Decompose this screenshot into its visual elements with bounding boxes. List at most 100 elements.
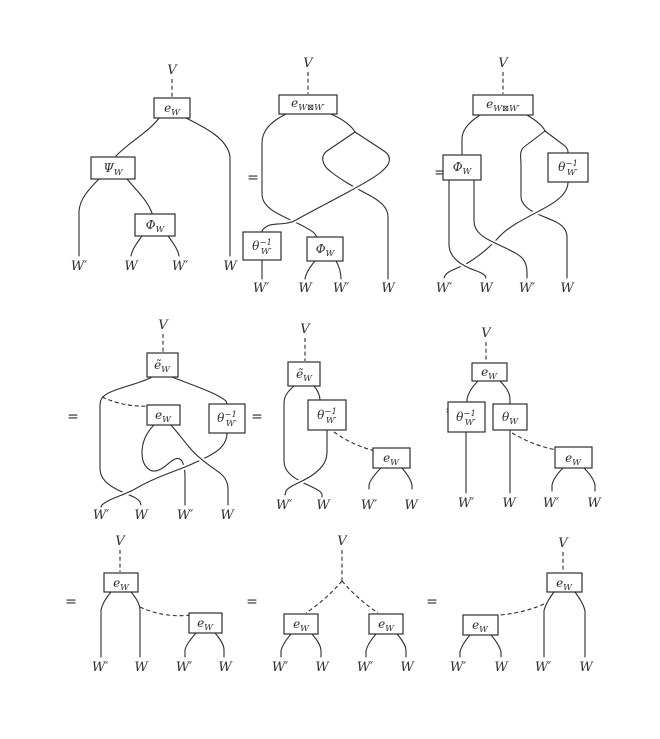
edge-label-w-prime: W′ [71, 259, 87, 274]
equals-sign: = [426, 594, 438, 610]
coupon-box-psi-w [90, 156, 136, 180]
strand [520, 130, 568, 279]
strand [544, 130, 569, 154]
strand [401, 467, 413, 490]
equals-sign: = [247, 170, 259, 186]
strand-casing [259, 164, 389, 233]
module-label-v: V [167, 63, 178, 78]
edge-label-w: W [479, 281, 494, 296]
box-label-e-w: eW [472, 618, 489, 635]
edge-label-w: W [579, 660, 594, 675]
box-label-e-tilde-w: ẽW [154, 358, 171, 375]
strand [170, 424, 229, 506]
module-label-v: V [481, 326, 492, 341]
strand [126, 178, 153, 214]
edge-label-w: W [124, 259, 139, 274]
coupon-box-theta-inv [242, 231, 282, 261]
equals-sign: = [65, 594, 77, 610]
strand [171, 376, 228, 405]
box-label-e-w: eW [481, 365, 498, 382]
module-label-v: V [300, 322, 311, 337]
box-label-phi-w: ΦW [146, 218, 166, 235]
module-label-v: V [303, 56, 314, 71]
box-label-e-w: eW [164, 101, 181, 118]
strand [499, 380, 511, 405]
edge-label-w-prime: W′ [177, 508, 193, 523]
coupon-box-e-w [103, 572, 139, 593]
box-label-phi-w: ΦW [453, 160, 473, 177]
edge-label-w-prime: W′ [450, 660, 466, 675]
strand [141, 424, 186, 506]
strand [461, 114, 481, 155]
edge-label-w: W [400, 660, 415, 675]
equals-sign: = [434, 165, 446, 181]
strand-casing [169, 423, 231, 505]
edge-label-w: W [315, 660, 330, 675]
coupon-box-e-w [153, 97, 191, 119]
edge-label-w: W [316, 498, 331, 513]
strand [283, 385, 323, 498]
strand [115, 117, 160, 157]
box-label-e-w: eW [113, 576, 130, 593]
module-label-v: V [158, 318, 169, 333]
box-label-e-w: eW [293, 617, 310, 634]
strand [184, 632, 197, 658]
edge-label-w-prime: W′ [519, 281, 535, 296]
strand [313, 385, 321, 401]
equals-sign: = [251, 409, 263, 425]
string-diagram-8: eW eW V W′ W W′ W [272, 534, 415, 675]
coupon-box-e-w [146, 404, 181, 426]
strand [284, 429, 328, 496]
strand [335, 260, 342, 280]
coupon-box-phi-w [134, 213, 176, 237]
strand [322, 131, 389, 280]
strand [100, 432, 228, 508]
coupon-box-e-wboxw [472, 94, 534, 116]
coupon-box-e-tilde-w [287, 361, 321, 387]
dashed-connector [101, 396, 149, 407]
edge-label-w: W [218, 660, 233, 675]
coupon-box-theta-inv [307, 399, 347, 431]
strand [130, 591, 141, 658]
box-label-e-w: eW [378, 617, 395, 634]
strand [214, 632, 225, 658]
box-label-e-tilde-w: ẽW [296, 367, 313, 384]
edge-label-w: W [223, 259, 238, 274]
equals-sign: = [246, 594, 258, 610]
box-label-e-wboxw: eW⊠W′ [291, 96, 325, 113]
strand [459, 634, 471, 658]
dashed-connector [511, 432, 558, 451]
strand [466, 380, 479, 403]
strand [311, 633, 322, 658]
coupon-box-e-w [283, 613, 319, 635]
edge-label-w-prime: W′ [172, 259, 188, 274]
strand [443, 181, 569, 279]
edge-label-w-prime: W′ [276, 498, 292, 513]
box-label-phi-w: ΦW [316, 242, 336, 259]
edge-label-w-prime: W′ [543, 496, 559, 511]
dashed-connector [139, 606, 192, 617]
strand [100, 591, 112, 658]
module-label-v: V [498, 56, 509, 71]
strand [396, 633, 407, 658]
coupon-box-e-wboxw [278, 94, 338, 115]
box-label-e-w: eW [197, 616, 214, 633]
strand [185, 117, 231, 257]
dashed-connector [305, 580, 343, 614]
strand [354, 131, 390, 167]
strand [583, 467, 596, 492]
box-label-psi-w: ΨW [103, 161, 124, 178]
edge-label-w-prime: W′ [436, 281, 452, 296]
edge-label-w: W [494, 660, 509, 675]
strand [551, 467, 564, 492]
edge-label-w: W [560, 281, 575, 296]
